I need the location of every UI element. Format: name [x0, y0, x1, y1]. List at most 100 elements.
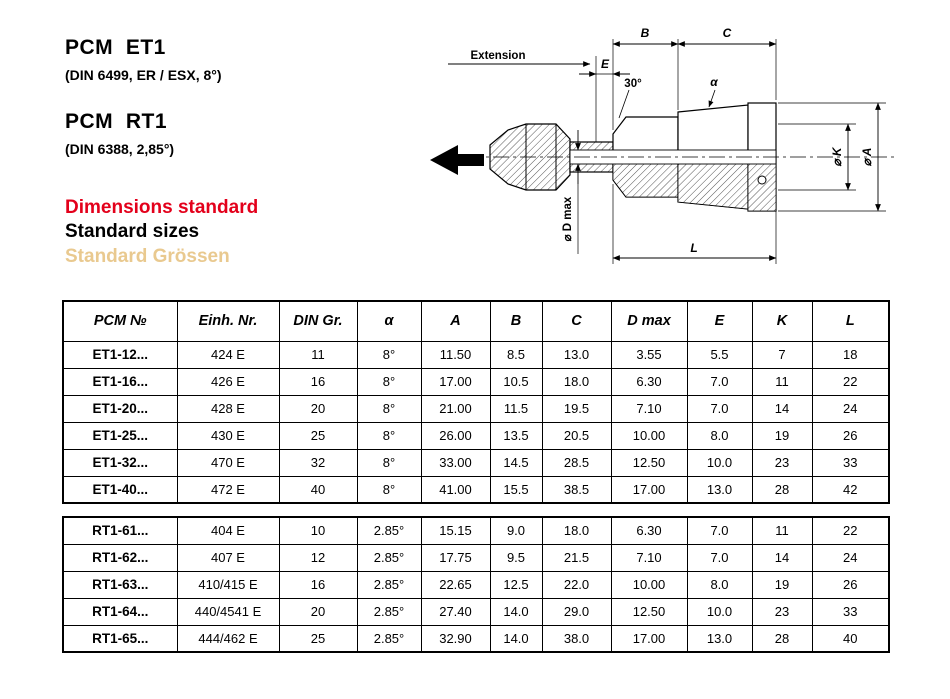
table-cell: 8.0	[686, 421, 753, 450]
table-cell: 8°	[356, 475, 422, 504]
dim-l-lines	[612, 184, 777, 264]
table-cell: 13.0	[686, 475, 753, 504]
ball-detail	[757, 175, 767, 185]
table-cell: RT1-62...	[62, 543, 178, 572]
dim-c-label: C	[723, 26, 732, 40]
technical-drawing-area: B C Extension E 30° α ⌀ K ⌀ A ⌀ D max	[428, 12, 900, 287]
table-cell: 33	[811, 597, 890, 626]
table-cell: ET1-12...	[62, 340, 178, 369]
table-cell: 12.5	[489, 570, 543, 599]
table-cell: 3.55	[610, 340, 688, 369]
table-cell: 14.0	[489, 624, 543, 653]
table-cell: 7.10	[610, 543, 688, 572]
table-cell: 10.0	[686, 597, 753, 626]
table-cell: 23	[751, 597, 813, 626]
table-cell: 13.0	[686, 624, 753, 653]
dim-b-label: B	[641, 26, 650, 40]
column-header: K	[751, 300, 813, 342]
table-cell: 11	[751, 367, 813, 396]
table-cell: 428 E	[176, 394, 280, 423]
table-cell: 8°	[356, 394, 422, 423]
table-cell: ET1-20...	[62, 394, 178, 423]
table-cell: 2.85°	[356, 570, 422, 599]
table-cell: 19.5	[541, 394, 612, 423]
table-cell: ET1-40...	[62, 475, 178, 504]
product1-title: PCM ET1	[65, 36, 166, 59]
table-cell: 14	[751, 394, 813, 423]
table-cell: RT1-65...	[62, 624, 178, 653]
table-cell: 16	[278, 367, 358, 396]
table-cell: 26	[811, 421, 890, 450]
table-cell: 2.85°	[356, 516, 422, 545]
table-cell: 426 E	[176, 367, 280, 396]
column-header: DIN Gr.	[278, 300, 358, 342]
table-cell: 28	[751, 475, 813, 504]
table-cell: 25	[278, 624, 358, 653]
table-cell: 407 E	[176, 543, 280, 572]
table-cell: 20	[278, 597, 358, 626]
column-header: D max	[610, 300, 688, 342]
table-cell: ET1-32...	[62, 448, 178, 477]
table-cell: 12	[278, 543, 358, 572]
column-header: C	[541, 300, 612, 342]
table-cell: 15.5	[489, 475, 543, 504]
table-cell: 8°	[356, 421, 422, 450]
table-cell: 18.0	[541, 516, 612, 545]
table-cell: 7.0	[686, 543, 753, 572]
caption-dimensions-standard: Dimensions standard	[65, 197, 259, 218]
table-cell: 8°	[356, 448, 422, 477]
column-header: Einh. Nr.	[176, 300, 280, 342]
dim-l-label: L	[690, 241, 697, 255]
table-cell: 2.85°	[356, 543, 422, 572]
table-cell: 7.0	[686, 516, 753, 545]
dim-k-lines	[778, 123, 856, 191]
table-cell: 424 E	[176, 340, 280, 369]
table-cell: 20.5	[541, 421, 612, 450]
table-cell: 430 E	[176, 421, 280, 450]
table-cell: 14.0	[489, 597, 543, 626]
product2-subtitle: (DIN 6388, 2,85°)	[65, 141, 175, 157]
table-cell: 8.0	[686, 570, 753, 599]
angle-30-label: 30°	[624, 78, 642, 90]
table-cell: 32.90	[420, 624, 491, 653]
table-cell: 472 E	[176, 475, 280, 504]
table-cell: 38.5	[541, 475, 612, 504]
table-cell: 12.50	[610, 597, 688, 626]
alpha-leader	[708, 89, 716, 108]
table-cell: 6.30	[610, 367, 688, 396]
table-cell: 21.5	[541, 543, 612, 572]
table-cell: 7	[751, 340, 813, 369]
extension-label: Extension	[471, 50, 526, 62]
dim-e-label: E	[601, 57, 610, 71]
table-cell: 18.0	[541, 367, 612, 396]
table-cell: 470 E	[176, 448, 280, 477]
table-cell: 7.0	[686, 367, 753, 396]
column-header: α	[356, 300, 422, 342]
column-header: B	[489, 300, 543, 342]
dia-k-label: ⌀ K	[830, 146, 844, 167]
column-header: L	[811, 300, 890, 342]
dia-a-label: ⌀ A	[860, 148, 874, 167]
table-cell: 18	[811, 340, 890, 369]
table-cell: 6.30	[610, 516, 688, 545]
table-cell: 8°	[356, 367, 422, 396]
table-cell: 32	[278, 448, 358, 477]
table-cell: 22	[811, 516, 890, 545]
table-cell: 26	[811, 570, 890, 599]
table-cell: 13.5	[489, 421, 543, 450]
angle-30-leader	[618, 89, 630, 119]
alpha-label: α	[710, 75, 718, 89]
table-cell: 11.5	[489, 394, 543, 423]
product1-subtitle: (DIN 6499, ER / ESX, 8°)	[65, 67, 222, 83]
table-cell: RT1-64...	[62, 597, 178, 626]
table-cell: 29.0	[541, 597, 612, 626]
table-cell: 10.0	[686, 448, 753, 477]
